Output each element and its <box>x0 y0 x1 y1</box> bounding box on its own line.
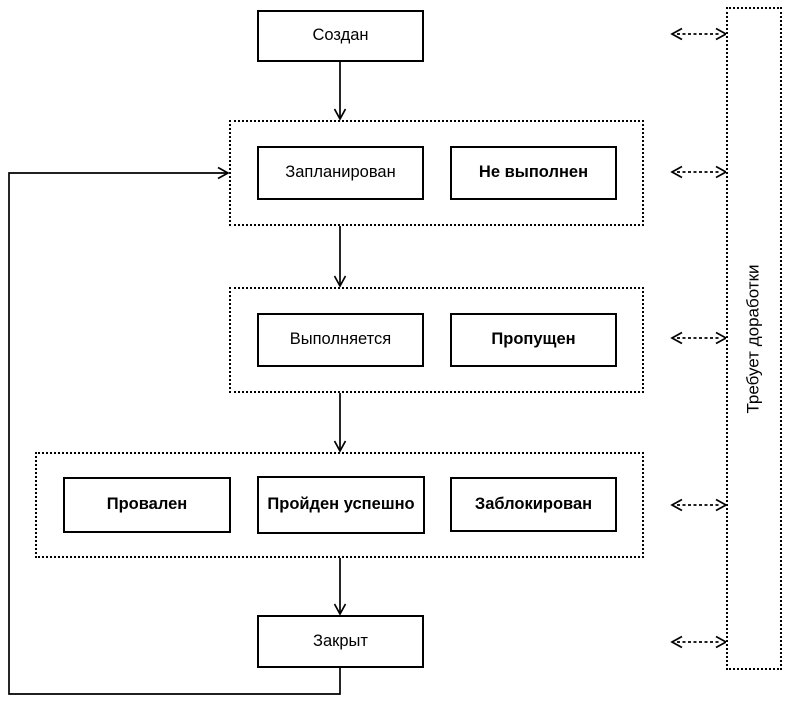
state-not-executed: Не выполнен <box>450 146 617 200</box>
state-closed-label: Закрыт <box>313 631 368 650</box>
double-arrow-created-rework <box>670 27 728 41</box>
state-failed-label: Провален <box>106 495 188 514</box>
rework-column: Требует доработки <box>726 7 782 670</box>
state-closed: Закрыт <box>257 615 424 668</box>
arrow-results-to-closed <box>333 558 347 616</box>
double-arrow-closed-rework <box>670 635 728 649</box>
arrow-planned-to-executing-group <box>333 226 347 288</box>
state-not-executed-label: Не выполнен <box>478 163 589 182</box>
state-created: Создан <box>257 10 424 62</box>
double-arrow-results-rework <box>670 498 728 512</box>
state-in-progress: Выполняется <box>257 313 424 367</box>
rework-column-label: Требует доработки <box>744 263 764 414</box>
group-executing-states <box>229 287 644 393</box>
state-failed: Провален <box>63 477 231 533</box>
group-planned-states <box>229 120 644 226</box>
state-blocked-label: Заблокирован <box>474 494 593 513</box>
state-planned: Запланирован <box>257 146 424 200</box>
arrow-created-to-planned-group <box>333 62 347 121</box>
double-arrow-executing-rework <box>670 331 728 345</box>
state-planned-label: Запланирован <box>285 163 396 182</box>
state-skipped-label: Пропущен <box>491 330 576 349</box>
state-passed: Пройден успешно <box>257 476 425 534</box>
arrow-executing-to-results-group <box>333 393 347 453</box>
state-skipped: Пропущен <box>450 313 617 367</box>
state-blocked: Заблокирован <box>450 477 617 532</box>
state-created-label: Создан <box>312 26 369 45</box>
double-arrow-planned-rework <box>670 165 728 179</box>
state-in-progress-label: Выполняется <box>289 330 392 349</box>
group-result-states <box>35 452 644 558</box>
state-passed-label: Пройден успешно <box>267 495 415 514</box>
